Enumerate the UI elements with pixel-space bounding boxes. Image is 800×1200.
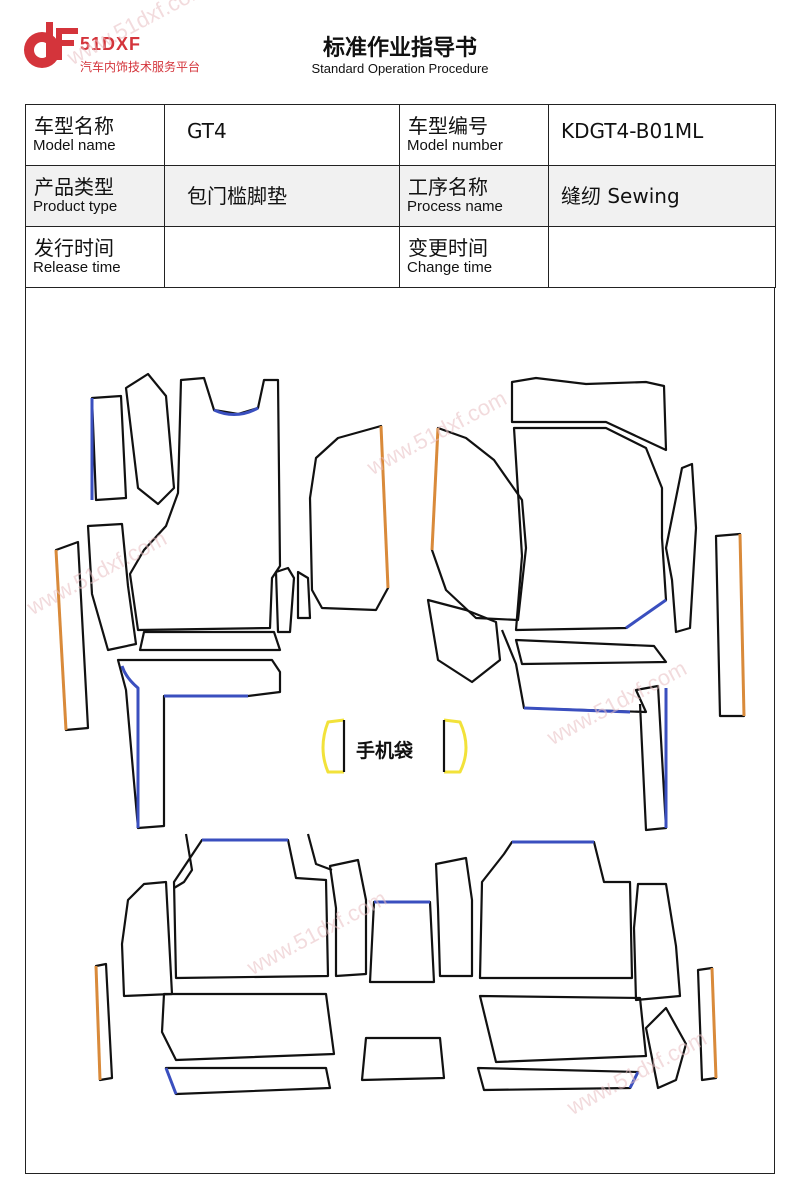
pattern-edge-orange	[94, 965, 102, 1081]
info-value-cell	[548, 226, 776, 288]
pattern-edge-blue	[213, 406, 259, 416]
pattern-edge-blue	[625, 598, 667, 630]
pattern-drawing	[54, 372, 746, 1096]
label-cn: 变更时间	[408, 236, 488, 260]
label-cn: 车型名称	[34, 114, 114, 138]
label-cn: 工序名称	[408, 175, 488, 199]
brand-tagline: 汽车内饰技术服务平台	[80, 60, 201, 74]
info-value-cell	[164, 226, 400, 288]
info-label-cell: 发行时间 Release time	[25, 226, 165, 288]
pattern-piece	[128, 376, 282, 632]
brand-name: 51DXF	[80, 34, 142, 54]
release-time-value	[165, 227, 399, 241]
info-label-cell: 变更时间 Change time	[399, 226, 549, 288]
label-en: Process name	[407, 198, 503, 215]
info-value-cell: GT4	[164, 104, 400, 166]
page-title: 标准作业指导书	[322, 36, 477, 61]
label-cn: 车型编号	[408, 114, 488, 138]
pattern-piece	[173, 833, 194, 889]
pattern-edge-blue	[523, 706, 631, 714]
info-row: 发行时间 Release time 变更时间 Change time	[25, 226, 776, 288]
change-time-value	[549, 227, 775, 241]
pattern-piece	[138, 630, 282, 652]
info-label-cell: 车型名称 Model name	[25, 104, 165, 166]
pattern-piece	[664, 462, 698, 634]
pattern-piece	[308, 424, 390, 612]
pattern-piece	[360, 1036, 446, 1082]
pattern-edge-orange	[710, 967, 718, 1079]
label-en: Product type	[33, 198, 118, 215]
pattern-piece	[328, 858, 368, 978]
pattern-piece	[86, 522, 138, 652]
rear-right-pattern-group	[476, 840, 718, 1092]
pattern-piece	[430, 426, 528, 622]
pattern-piece	[426, 598, 502, 684]
header: 51DXF 汽车内饰技术服务平台 标准作业指导书 Standard Operat…	[0, 0, 800, 100]
label-cn: 产品类型	[34, 175, 114, 199]
info-value-cell: 缝纫 Sewing	[548, 165, 776, 227]
front-right-pattern-group	[500, 376, 746, 832]
label-en: Model number	[407, 137, 503, 154]
pattern-edge-orange	[430, 427, 440, 551]
label-en: Release time	[33, 259, 121, 276]
label-cn: 发行时间	[34, 236, 114, 260]
pattern-piece	[296, 570, 312, 620]
pattern-piece	[274, 566, 296, 634]
pattern-piece	[160, 992, 336, 1062]
product-type-value: 包门槛脚垫	[187, 184, 287, 208]
brand-logo-icon	[24, 22, 78, 68]
pattern-piece	[306, 833, 333, 872]
pattern-piece	[172, 838, 330, 980]
pattern-diagram: 手机袋	[25, 288, 775, 1174]
pattern-piece	[478, 840, 634, 980]
info-table: 车型名称 Model name GT4 车型编号 Model number KD…	[25, 104, 776, 288]
pattern-piece	[632, 882, 682, 1002]
pattern-piece	[434, 856, 474, 978]
model-name-value: GT4	[187, 119, 227, 143]
pattern-piece	[512, 426, 668, 632]
label-en: Change time	[407, 259, 493, 276]
pattern-piece	[514, 638, 668, 666]
info-row: 产品类型 Product type 包门槛脚垫 工序名称 Process nam…	[25, 165, 776, 227]
label-en: Model name	[33, 137, 116, 154]
pattern-piece	[644, 1006, 688, 1090]
pattern-piece	[90, 394, 128, 502]
pattern-edge-blue	[628, 1071, 640, 1089]
phone-pocket-right-edge	[443, 718, 468, 774]
info-label-cell: 车型编号 Model number	[399, 104, 549, 166]
pattern-piece	[510, 376, 668, 452]
model-number-value: KDGT4-B01ML	[561, 119, 704, 143]
info-value-cell: 包门槛脚垫	[164, 165, 400, 227]
sill-pattern-group	[274, 424, 528, 684]
pattern-edge-blue	[164, 1067, 178, 1095]
pattern-edge-orange	[379, 425, 390, 589]
pattern-edge-orange	[54, 549, 68, 731]
info-label-cell: 工序名称 Process name	[399, 165, 549, 227]
rear-left-pattern-group	[94, 833, 368, 1096]
pattern-piece	[116, 658, 282, 830]
pattern-piece	[500, 629, 668, 832]
page-subtitle: Standard Operation Procedure	[311, 61, 489, 76]
pattern-piece	[124, 372, 176, 506]
pattern-piece	[476, 1066, 640, 1092]
phone-pocket-label: 手机袋	[356, 740, 414, 762]
info-row: 车型名称 Model name GT4 车型编号 Model number KD…	[25, 104, 776, 166]
process-name-value: 缝纫 Sewing	[561, 184, 680, 208]
phone-pocket	[321, 718, 468, 774]
pattern-piece	[120, 880, 174, 998]
tunnel-pattern-group	[360, 856, 474, 1082]
phone-pocket-left-edge	[321, 718, 345, 774]
info-label-cell: 产品类型 Product type	[25, 165, 165, 227]
info-value-cell: KDGT4-B01ML	[548, 104, 776, 166]
pattern-piece	[368, 900, 436, 984]
pattern-edge-orange	[738, 533, 746, 717]
pattern-piece	[164, 1066, 332, 1096]
pattern-piece	[478, 994, 648, 1064]
pattern-edge-blue	[120, 665, 140, 828]
front-left-pattern-group	[54, 372, 282, 830]
